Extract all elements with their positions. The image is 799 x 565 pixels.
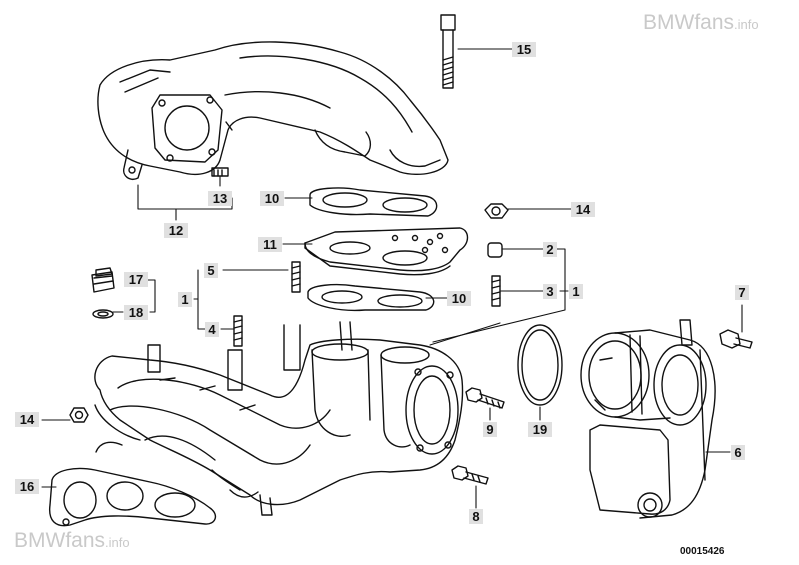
- callout-1-left[interactable]: 1: [178, 292, 192, 307]
- callout-19[interactable]: 19: [528, 422, 552, 437]
- callout-3[interactable]: 3: [543, 284, 557, 299]
- watermark-top: BMWfans.info: [643, 11, 759, 35]
- callout-11[interactable]: 11: [258, 237, 282, 252]
- diagram-reference-number: 00015426: [680, 546, 725, 557]
- callout-16[interactable]: 16: [15, 479, 39, 494]
- watermark-tld-bottom: .info: [105, 535, 130, 550]
- callout-9[interactable]: 9: [483, 422, 497, 437]
- o-ring-19: [517, 324, 563, 406]
- watermark-brand-top: BMW: [643, 11, 695, 34]
- callout-2[interactable]: 2: [543, 242, 557, 257]
- watermark-bottom: BMWfans.info: [14, 529, 130, 553]
- watermark-brand-bottom: BMW: [14, 529, 66, 552]
- callout-5[interactable]: 5: [204, 263, 218, 278]
- screw-9: [465, 387, 505, 409]
- screw-8: [451, 465, 489, 485]
- callout-14-right[interactable]: 14: [571, 202, 595, 217]
- callout-7[interactable]: 7: [735, 285, 749, 300]
- upper-intake-plenum: [97, 41, 449, 180]
- callout-17[interactable]: 17: [124, 272, 148, 287]
- nut-14-left: [69, 407, 89, 423]
- callout-10-lower[interactable]: 10: [447, 291, 471, 306]
- callout-1-right[interactable]: 1: [569, 284, 583, 299]
- intake-manifold: [94, 321, 464, 516]
- callout-14-left[interactable]: 14: [15, 412, 39, 427]
- callout-12[interactable]: 12: [164, 223, 188, 238]
- throttle-housing-6: [580, 319, 716, 519]
- callout-6[interactable]: 6: [731, 445, 745, 460]
- callout-4[interactable]: 4: [205, 322, 219, 337]
- gasket-10-lower: [307, 283, 435, 312]
- screw-7: [719, 329, 753, 349]
- callout-15[interactable]: 15: [512, 42, 536, 57]
- bolt-15: [440, 14, 456, 89]
- callout-13[interactable]: 13: [208, 191, 232, 206]
- watermark-tld-top: .info: [734, 17, 759, 32]
- gasket-10-top: [309, 187, 438, 217]
- callout-8[interactable]: 8: [469, 509, 483, 524]
- studs: [233, 203, 509, 347]
- spacer-plate-11: [304, 227, 469, 276]
- callout-18[interactable]: 18: [124, 305, 148, 320]
- watermark-site-bottom: fans: [65, 529, 106, 552]
- fitting-17: [91, 267, 115, 319]
- leader-lines: [41, 48, 743, 509]
- callout-10-top[interactable]: 10: [260, 191, 284, 206]
- watermark-site-top: fans: [694, 11, 735, 34]
- gasket-16: [48, 467, 217, 527]
